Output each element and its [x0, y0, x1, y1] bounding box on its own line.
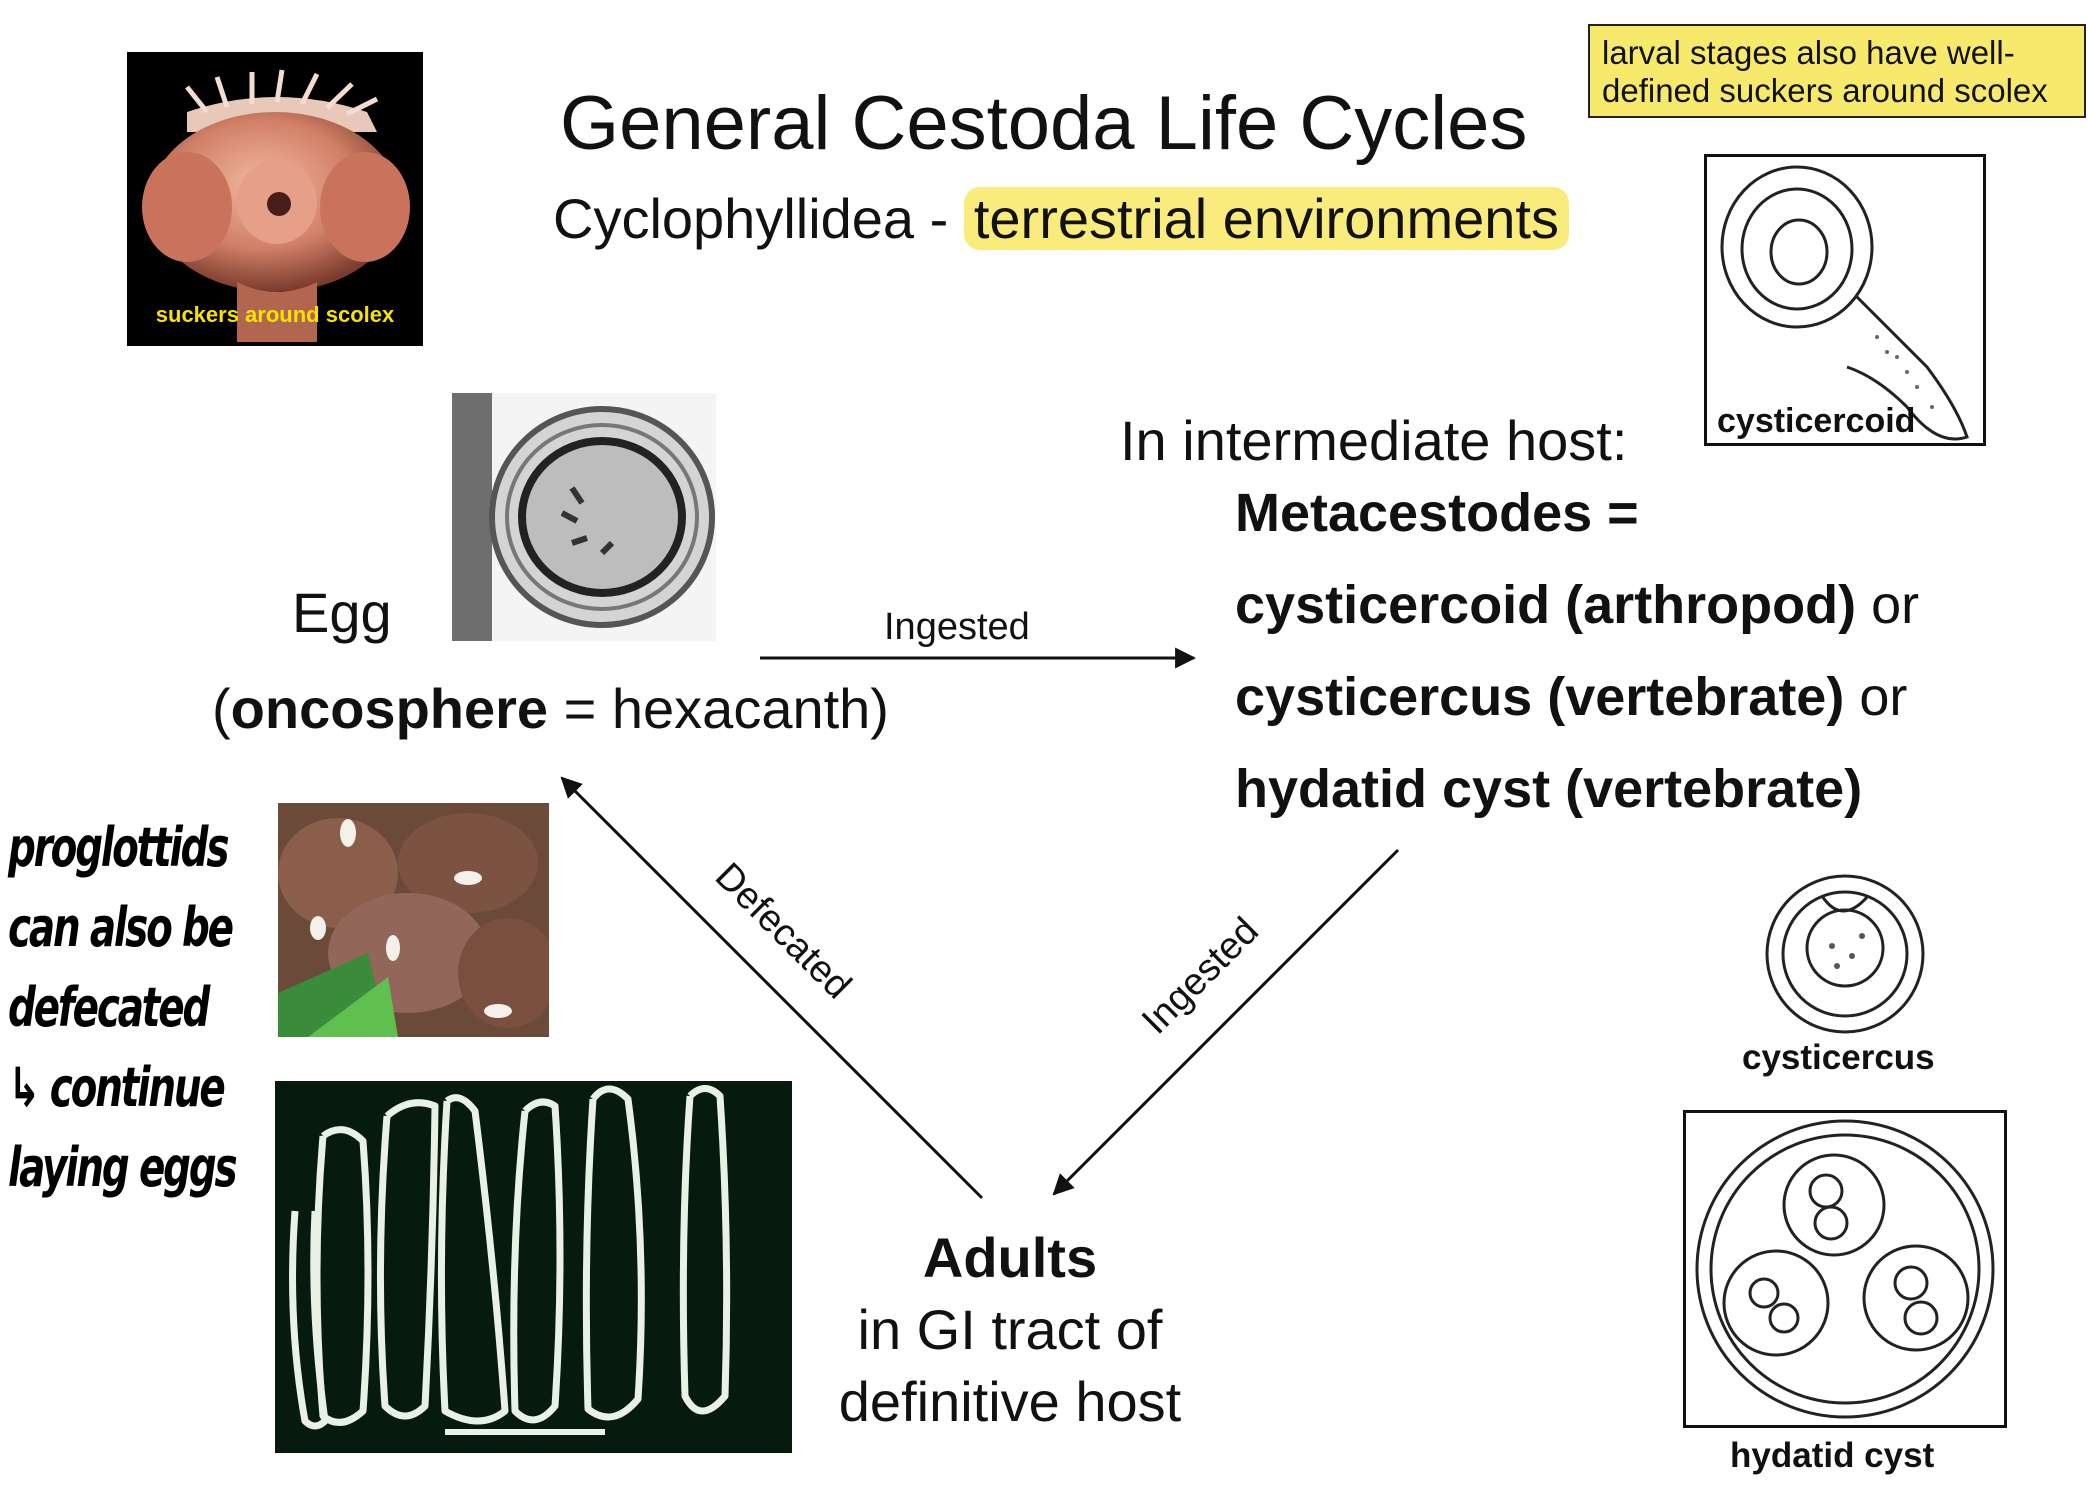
cysticercus-drawing [1765, 874, 1925, 1034]
arrow-intermediate-to-adult [1052, 848, 1400, 1196]
hand-line-1: proglottids [8, 816, 229, 879]
arrow-label-ingested-diagonal: Ingested [1134, 909, 1267, 1043]
sticky-note: larval stages also have well- defined su… [1588, 24, 2086, 118]
cysticercus-label: cysticercus [1742, 1038, 1935, 1077]
handwritten-note: proglottids can also be defecated ↳ cont… [8, 808, 238, 1208]
worms-illustration [289, 1085, 731, 1435]
cysticercus-bold: cysticercus (vertebrate) [1235, 667, 1845, 727]
hand-line-4: ↳ continue [8, 1056, 226, 1119]
adults-bold: Adults [922, 1226, 1098, 1289]
subtitle: Cyclophyllidea - terrestrial environment… [553, 186, 1569, 251]
cysticercus-or: or [1844, 667, 1908, 727]
egg-label: Egg [292, 581, 392, 644]
cysticercoid-or: or [1856, 575, 1920, 635]
oncosphere-label: (oncosphere = hexacanth) [212, 676, 889, 741]
adult-worms-photo [275, 1081, 792, 1453]
hydatid-cyst-drawing [1695, 1119, 1995, 1419]
proglottid-feces-photo [278, 803, 549, 1037]
hydatid-cyst-figure [1683, 1110, 2007, 1428]
hand-line-3: defecated [8, 976, 210, 1039]
egg-illustration [452, 393, 716, 641]
cysticercoid-bold: cysticercoid (arthropod) [1235, 575, 1857, 635]
intermediate-host-heading: In intermediate host: [1120, 409, 1628, 472]
cysticercoid-label: cysticercoid [1717, 402, 1916, 440]
subtitle-highlight: terrestrial environments [963, 187, 1569, 250]
onco-paren: ( [212, 677, 231, 740]
scolex-photo: suckers around scolex [127, 52, 423, 346]
arrow-label-ingested-top: Ingested [884, 606, 1030, 648]
hydatid-cyst-label: hydatid cyst [1730, 1436, 1935, 1475]
egg-photo [452, 393, 716, 641]
page-title: General Cestoda Life Cycles [560, 81, 1528, 166]
onco-bold: oncosphere [230, 677, 549, 740]
subtitle-prefix: Cyclophyllidea - [553, 187, 949, 250]
cysticercoid-figure: cysticercoid [1704, 154, 1986, 446]
hand-line-5: laying eggs [8, 1136, 238, 1199]
hydatid-line: hydatid cyst (vertebrate) [1235, 759, 1863, 819]
cysticercoid-drawing [1720, 165, 1969, 441]
sticky-note-line-1: larval stages also have well- [1602, 34, 2015, 71]
onco-rest: = hexacanth) [548, 677, 889, 740]
metacestodes-line: Metacestodes = [1235, 483, 1639, 543]
sticky-note-line-2: defined suckers around scolex [1602, 72, 2048, 109]
feces-illustration [278, 803, 549, 1037]
cysticercus-line: cysticercus (vertebrate) or [1235, 666, 1907, 728]
cysticercus-figure [1752, 866, 1938, 1036]
scolex-caption: suckers around scolex [155, 302, 395, 327]
adults-line-2: in GI tract of [857, 1298, 1163, 1361]
adults-block: Adults in GI tract of definitive host [820, 1222, 1200, 1438]
arrow-label-defecated: Defecated [706, 855, 860, 1008]
cysticercoid-line: cysticercoid (arthropod) or [1235, 574, 1919, 636]
hand-line-2: can also be [8, 896, 234, 959]
scolex-illustration [142, 69, 410, 342]
adults-line-3: definitive host [838, 1370, 1182, 1433]
